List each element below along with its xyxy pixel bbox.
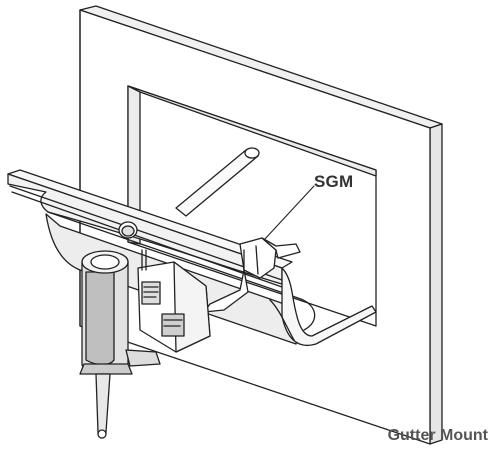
- sgm-bracket: [203, 237, 301, 313]
- sensor-device: [79, 249, 211, 439]
- sgm-callout-label: SGM: [314, 172, 354, 191]
- sgm-leader-line: [263, 185, 315, 241]
- figure-caption: Gutter Mount: [387, 427, 488, 444]
- support-bar: [175, 147, 260, 217]
